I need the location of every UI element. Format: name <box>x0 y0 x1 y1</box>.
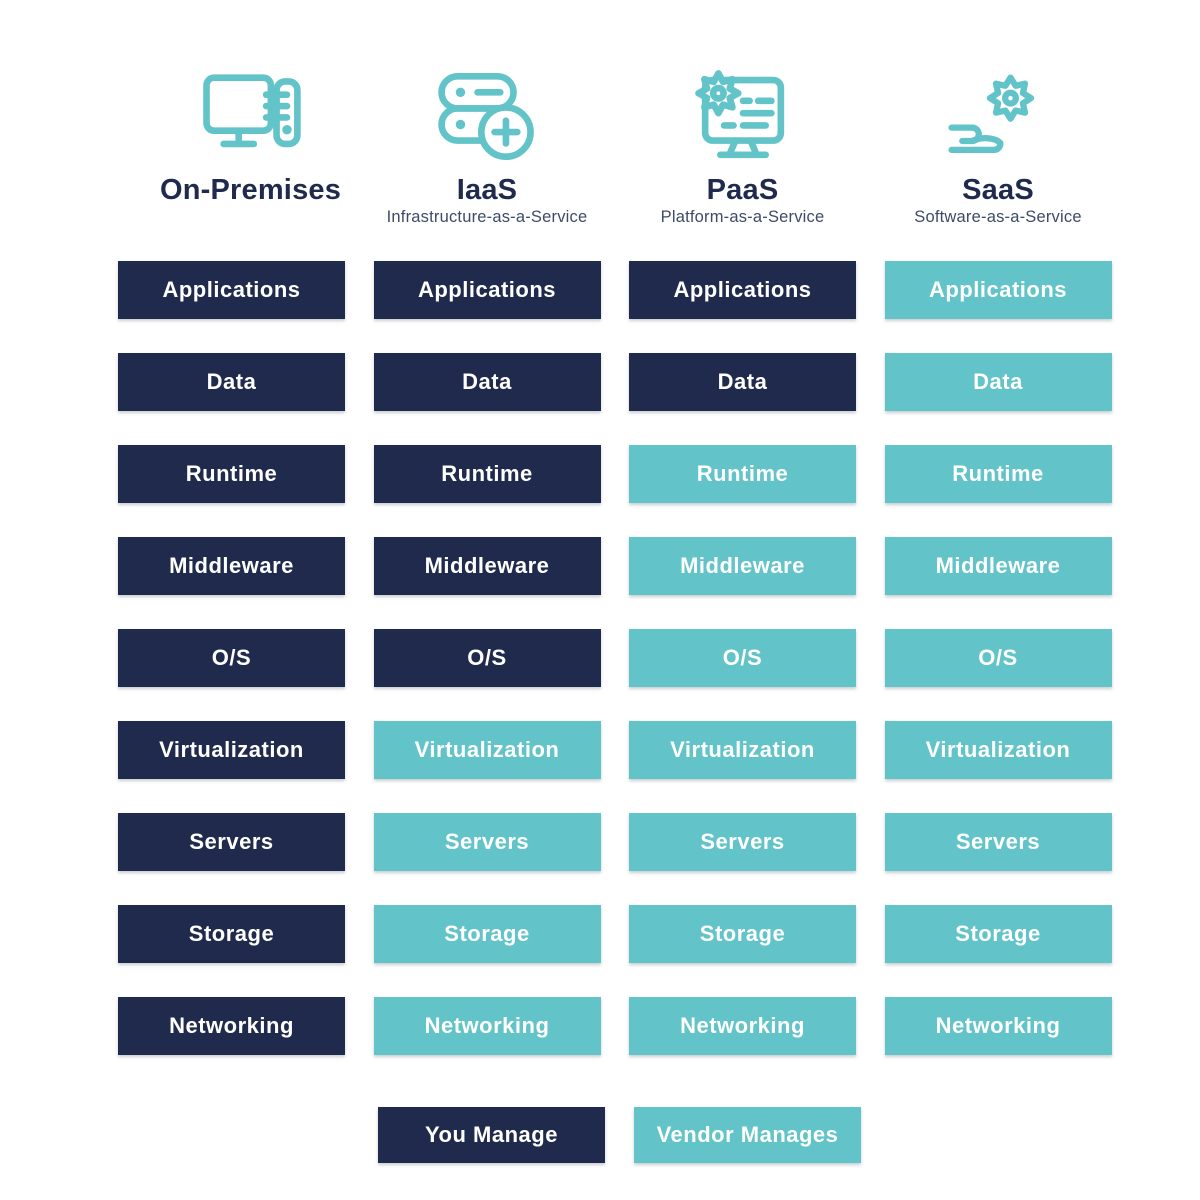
column-subtitle: Infrastructure-as-a-Service <box>386 208 588 226</box>
cell-storage: Storage <box>629 905 856 963</box>
cell-servers: Servers <box>373 813 601 871</box>
cell-applications: Applications <box>373 261 601 319</box>
cell-networking: Networking <box>118 997 345 1055</box>
cell-os: O/S <box>373 629 601 687</box>
cell-applications: Applications <box>884 261 1112 319</box>
cell-os: O/S <box>629 629 856 687</box>
cell-data: Data <box>118 353 345 411</box>
column-paas: PaaS Platform-as-a-Service Applications … <box>629 60 856 1089</box>
cell-servers: Servers <box>629 813 856 871</box>
cell-networking: Networking <box>884 997 1112 1055</box>
cell-os: O/S <box>118 629 345 687</box>
cell-data: Data <box>373 353 601 411</box>
column-saas: SaaS Software-as-a-Service Applications … <box>884 60 1112 1089</box>
column-header-saas: SaaS Software-as-a-Service <box>885 60 1112 261</box>
monitor-gear-icon <box>690 60 796 172</box>
cell-servers: Servers <box>118 813 345 871</box>
cell-middleware: Middleware <box>118 537 345 595</box>
column-title: PaaS <box>706 174 779 206</box>
cell-applications: Applications <box>629 261 856 319</box>
column-subtitle: Software-as-a-Service <box>914 208 1082 226</box>
cell-virtualization: Virtualization <box>884 721 1112 779</box>
column-header-iaas: IaaS Infrastructure-as-a-Service <box>374 60 601 261</box>
cell-runtime: Runtime <box>884 445 1112 503</box>
cell-os: O/S <box>884 629 1112 687</box>
column-header-on-premises: On-Premises <box>137 60 364 261</box>
legend-you-manage: You Manage <box>378 1107 605 1163</box>
hand-gear-icon <box>948 60 1048 172</box>
column-header-paas: PaaS Platform-as-a-Service <box>629 60 856 261</box>
cell-servers: Servers <box>884 813 1112 871</box>
column-on-premises: On-Premises Applications Data Runtime Mi… <box>118 60 345 1089</box>
cell-storage: Storage <box>884 905 1112 963</box>
cell-virtualization: Virtualization <box>373 721 601 779</box>
legend-vendor-manages: Vendor Manages <box>634 1107 861 1163</box>
column-iaas: IaaS Infrastructure-as-a-Service Applica… <box>373 60 601 1089</box>
cell-storage: Storage <box>373 905 601 963</box>
cell-runtime: Runtime <box>118 445 345 503</box>
cell-data: Data <box>884 353 1112 411</box>
cloud-service-models-diagram: On-Premises Applications Data Runtime Mi… <box>118 60 1112 1089</box>
cell-virtualization: Virtualization <box>629 721 856 779</box>
column-title: On-Premises <box>159 174 342 206</box>
cell-middleware: Middleware <box>373 537 601 595</box>
desktop-computer-icon <box>198 60 304 172</box>
column-title: SaaS <box>962 174 1034 206</box>
column-title: IaaS <box>456 174 518 206</box>
cell-networking: Networking <box>629 997 856 1055</box>
cell-virtualization: Virtualization <box>118 721 345 779</box>
column-subtitle: Platform-as-a-Service <box>660 208 825 226</box>
cell-storage: Storage <box>118 905 345 963</box>
cell-middleware: Middleware <box>884 537 1112 595</box>
cell-data: Data <box>629 353 856 411</box>
legend: You Manage Vendor Manages <box>378 1107 1200 1163</box>
cell-applications: Applications <box>118 261 345 319</box>
cell-runtime: Runtime <box>629 445 856 503</box>
cell-networking: Networking <box>373 997 601 1055</box>
cell-middleware: Middleware <box>629 537 856 595</box>
cell-runtime: Runtime <box>373 445 601 503</box>
server-plus-icon <box>434 60 540 172</box>
